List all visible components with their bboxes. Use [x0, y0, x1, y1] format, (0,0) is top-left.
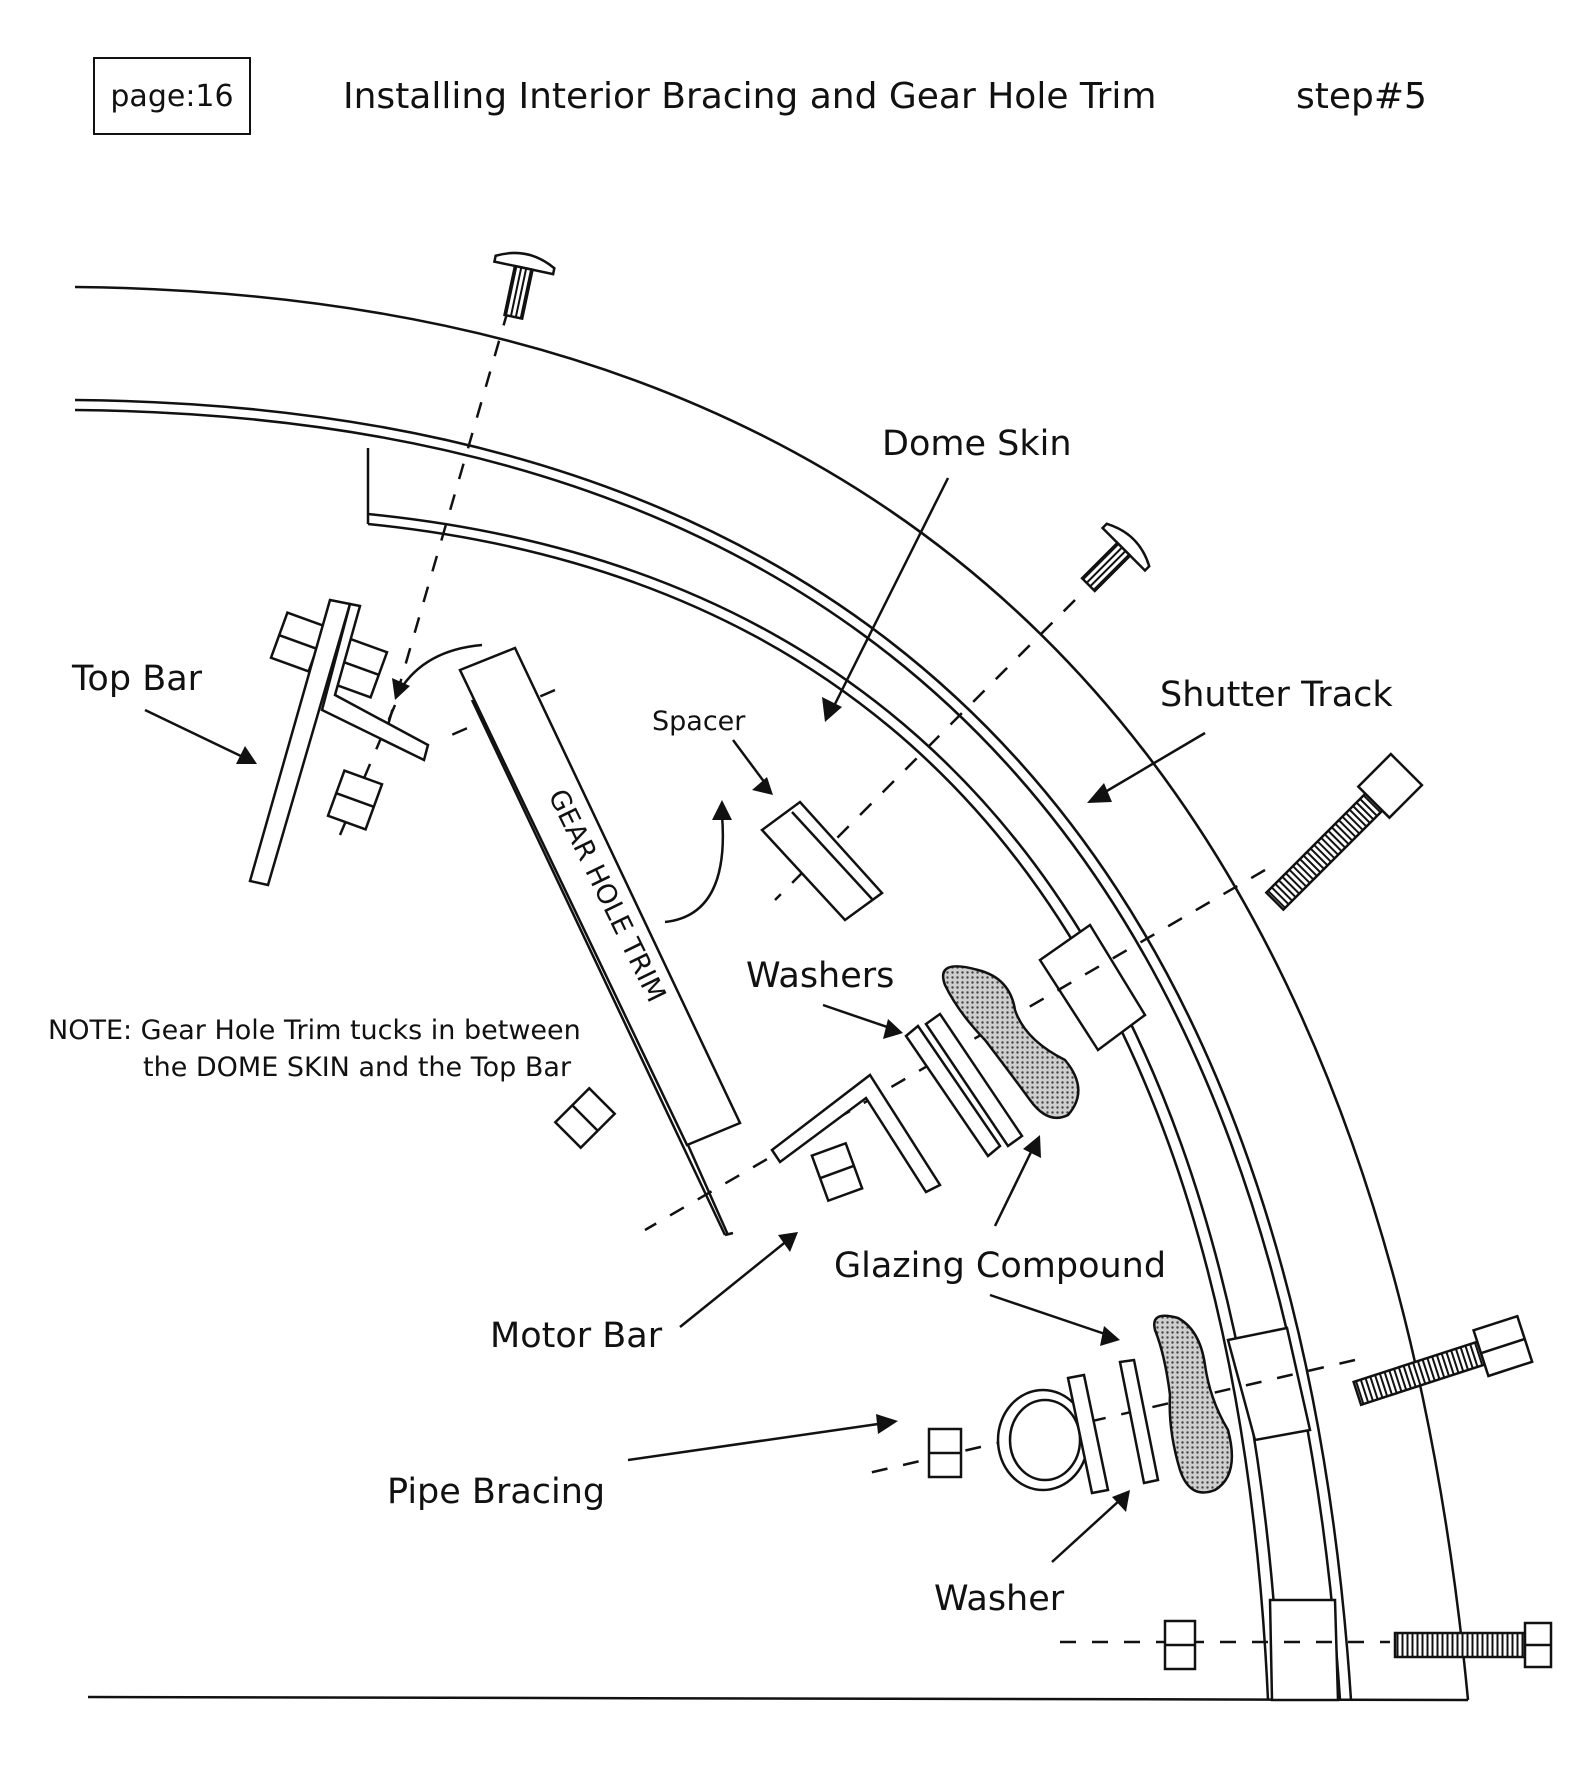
leader-line	[1051, 1499, 1121, 1563]
leader-line	[830, 477, 950, 711]
page-title: Installing Interior Bracing and Gear Hol…	[343, 76, 1157, 117]
note-line-1: NOTE: Gear Hole Trim tucks in between	[48, 1015, 581, 1046]
arrowhead-icon	[712, 800, 732, 820]
note-line-2: the DOME SKIN and the Top Bar	[143, 1052, 572, 1083]
arrowhead-icon	[1023, 1135, 1041, 1158]
label-pipe-bracing: Pipe Bracing	[387, 1472, 605, 1512]
washer-plate	[1066, 1373, 1110, 1495]
page-number: page:16	[110, 78, 234, 114]
washer-plate	[1118, 1358, 1160, 1485]
nut-icon	[326, 769, 384, 831]
arrowhead-icon	[1112, 1490, 1130, 1512]
page-number-box: page:16	[93, 57, 251, 135]
nut-icon	[927, 1427, 963, 1479]
arrowhead-icon	[392, 678, 410, 700]
arrowhead-icon	[778, 1232, 798, 1252]
label-spacer: Spacer	[652, 706, 746, 737]
screw-icon	[492, 251, 556, 321]
nut-icon	[553, 1086, 617, 1150]
label-top-bar: Top Bar	[71, 659, 203, 699]
curved-arrow-icon	[664, 814, 725, 924]
label-motor-bar: Motor Bar	[490, 1316, 663, 1356]
leader-line	[679, 1239, 789, 1328]
dome-skin-arc-inner	[367, 522, 1270, 1701]
leader-line	[989, 1293, 1109, 1337]
leader-line	[731, 739, 767, 784]
gear-hole-trim-part	[458, 646, 742, 1237]
base-line	[87, 1695, 1469, 1702]
arrowhead-icon	[883, 1019, 903, 1039]
arrowhead-icon	[876, 1414, 898, 1434]
spacer-part	[760, 800, 884, 922]
glazing-compound-blob	[942, 965, 1080, 1120]
motor-bar-part	[770, 1073, 942, 1194]
nut-icon	[269, 611, 327, 673]
washers-part	[904, 1012, 1024, 1158]
arrowhead-icon	[1100, 1326, 1120, 1346]
arrowhead-icon	[822, 697, 842, 722]
curved-arrow-icon	[398, 643, 483, 691]
glazing-compound-blob	[1153, 1314, 1234, 1494]
top-bar-part	[248, 598, 430, 887]
track-spacer-block	[1226, 1326, 1312, 1442]
bolt-icon	[1352, 1314, 1534, 1407]
bolt-icon	[1264, 752, 1424, 912]
bolt-icon	[1393, 1621, 1553, 1669]
label-shutter-track: Shutter Track	[1160, 675, 1393, 715]
step-number: step#5	[1296, 76, 1427, 117]
nut-icon	[810, 1141, 864, 1203]
label-washers: Washers	[746, 956, 894, 996]
screw-icon	[1080, 522, 1151, 593]
shutter-track-arc-outer	[74, 398, 1353, 1701]
label-washer: Washer	[934, 1579, 1065, 1619]
outer-arc	[74, 285, 1470, 1701]
label-glazing-compound: Glazing Compound	[834, 1246, 1166, 1286]
leader-line	[822, 1003, 891, 1030]
pipe-bracing-ring-inner	[1008, 1398, 1082, 1482]
arrowhead-icon	[1087, 783, 1112, 803]
leader-line	[993, 1147, 1035, 1227]
arrowhead-icon	[236, 746, 257, 764]
track-spacer-block	[1038, 923, 1147, 1052]
label-dome-skin: Dome Skin	[882, 424, 1072, 464]
arrowhead-icon	[752, 777, 773, 795]
leader-line	[627, 1421, 886, 1462]
leader-line	[1099, 731, 1206, 797]
nut-icon	[1163, 1619, 1197, 1671]
track-spacer-block	[1268, 1598, 1340, 1702]
leader-line	[144, 708, 246, 760]
